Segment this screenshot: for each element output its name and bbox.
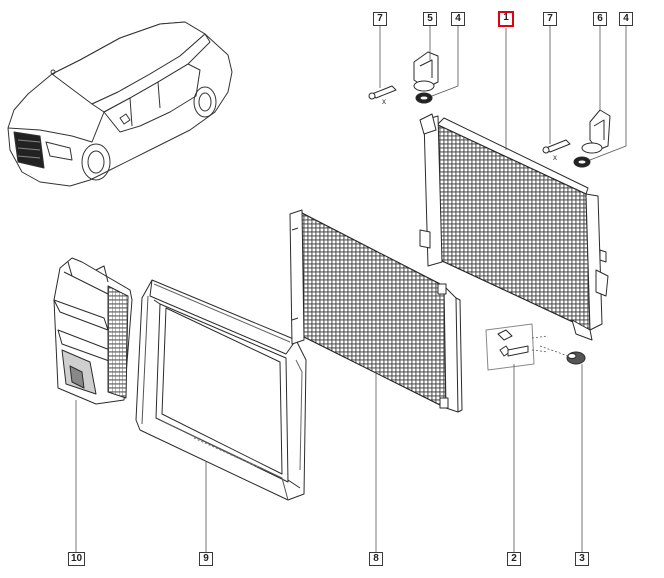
air-deflector	[53, 257, 133, 405]
radiator	[419, 113, 609, 341]
callout-7[interactable]: 7	[373, 12, 387, 26]
callout-1-highlighted[interactable]: 1	[498, 11, 514, 27]
callout-6[interactable]: 6	[593, 12, 607, 26]
x-mark: x	[382, 97, 386, 106]
x-mark: x	[553, 153, 557, 162]
callout-4[interactable]: 4	[451, 12, 465, 26]
callout-7[interactable]: 7	[543, 12, 557, 26]
callout-9[interactable]: 9	[199, 552, 213, 566]
callout-5[interactable]: 5	[423, 12, 437, 26]
condenser	[289, 209, 463, 413]
leader-lines	[75, 26, 627, 552]
fan-shroud	[135, 279, 307, 501]
callout-10[interactable]: 10	[68, 552, 85, 566]
callout-8[interactable]: 8	[369, 552, 383, 566]
callout-2[interactable]: 2	[507, 552, 521, 566]
bracket	[368, 51, 611, 168]
callout-3[interactable]: 3	[575, 552, 589, 566]
bolt	[485, 323, 586, 371]
car-icon	[7, 21, 233, 187]
callout-4[interactable]: 4	[619, 12, 633, 26]
